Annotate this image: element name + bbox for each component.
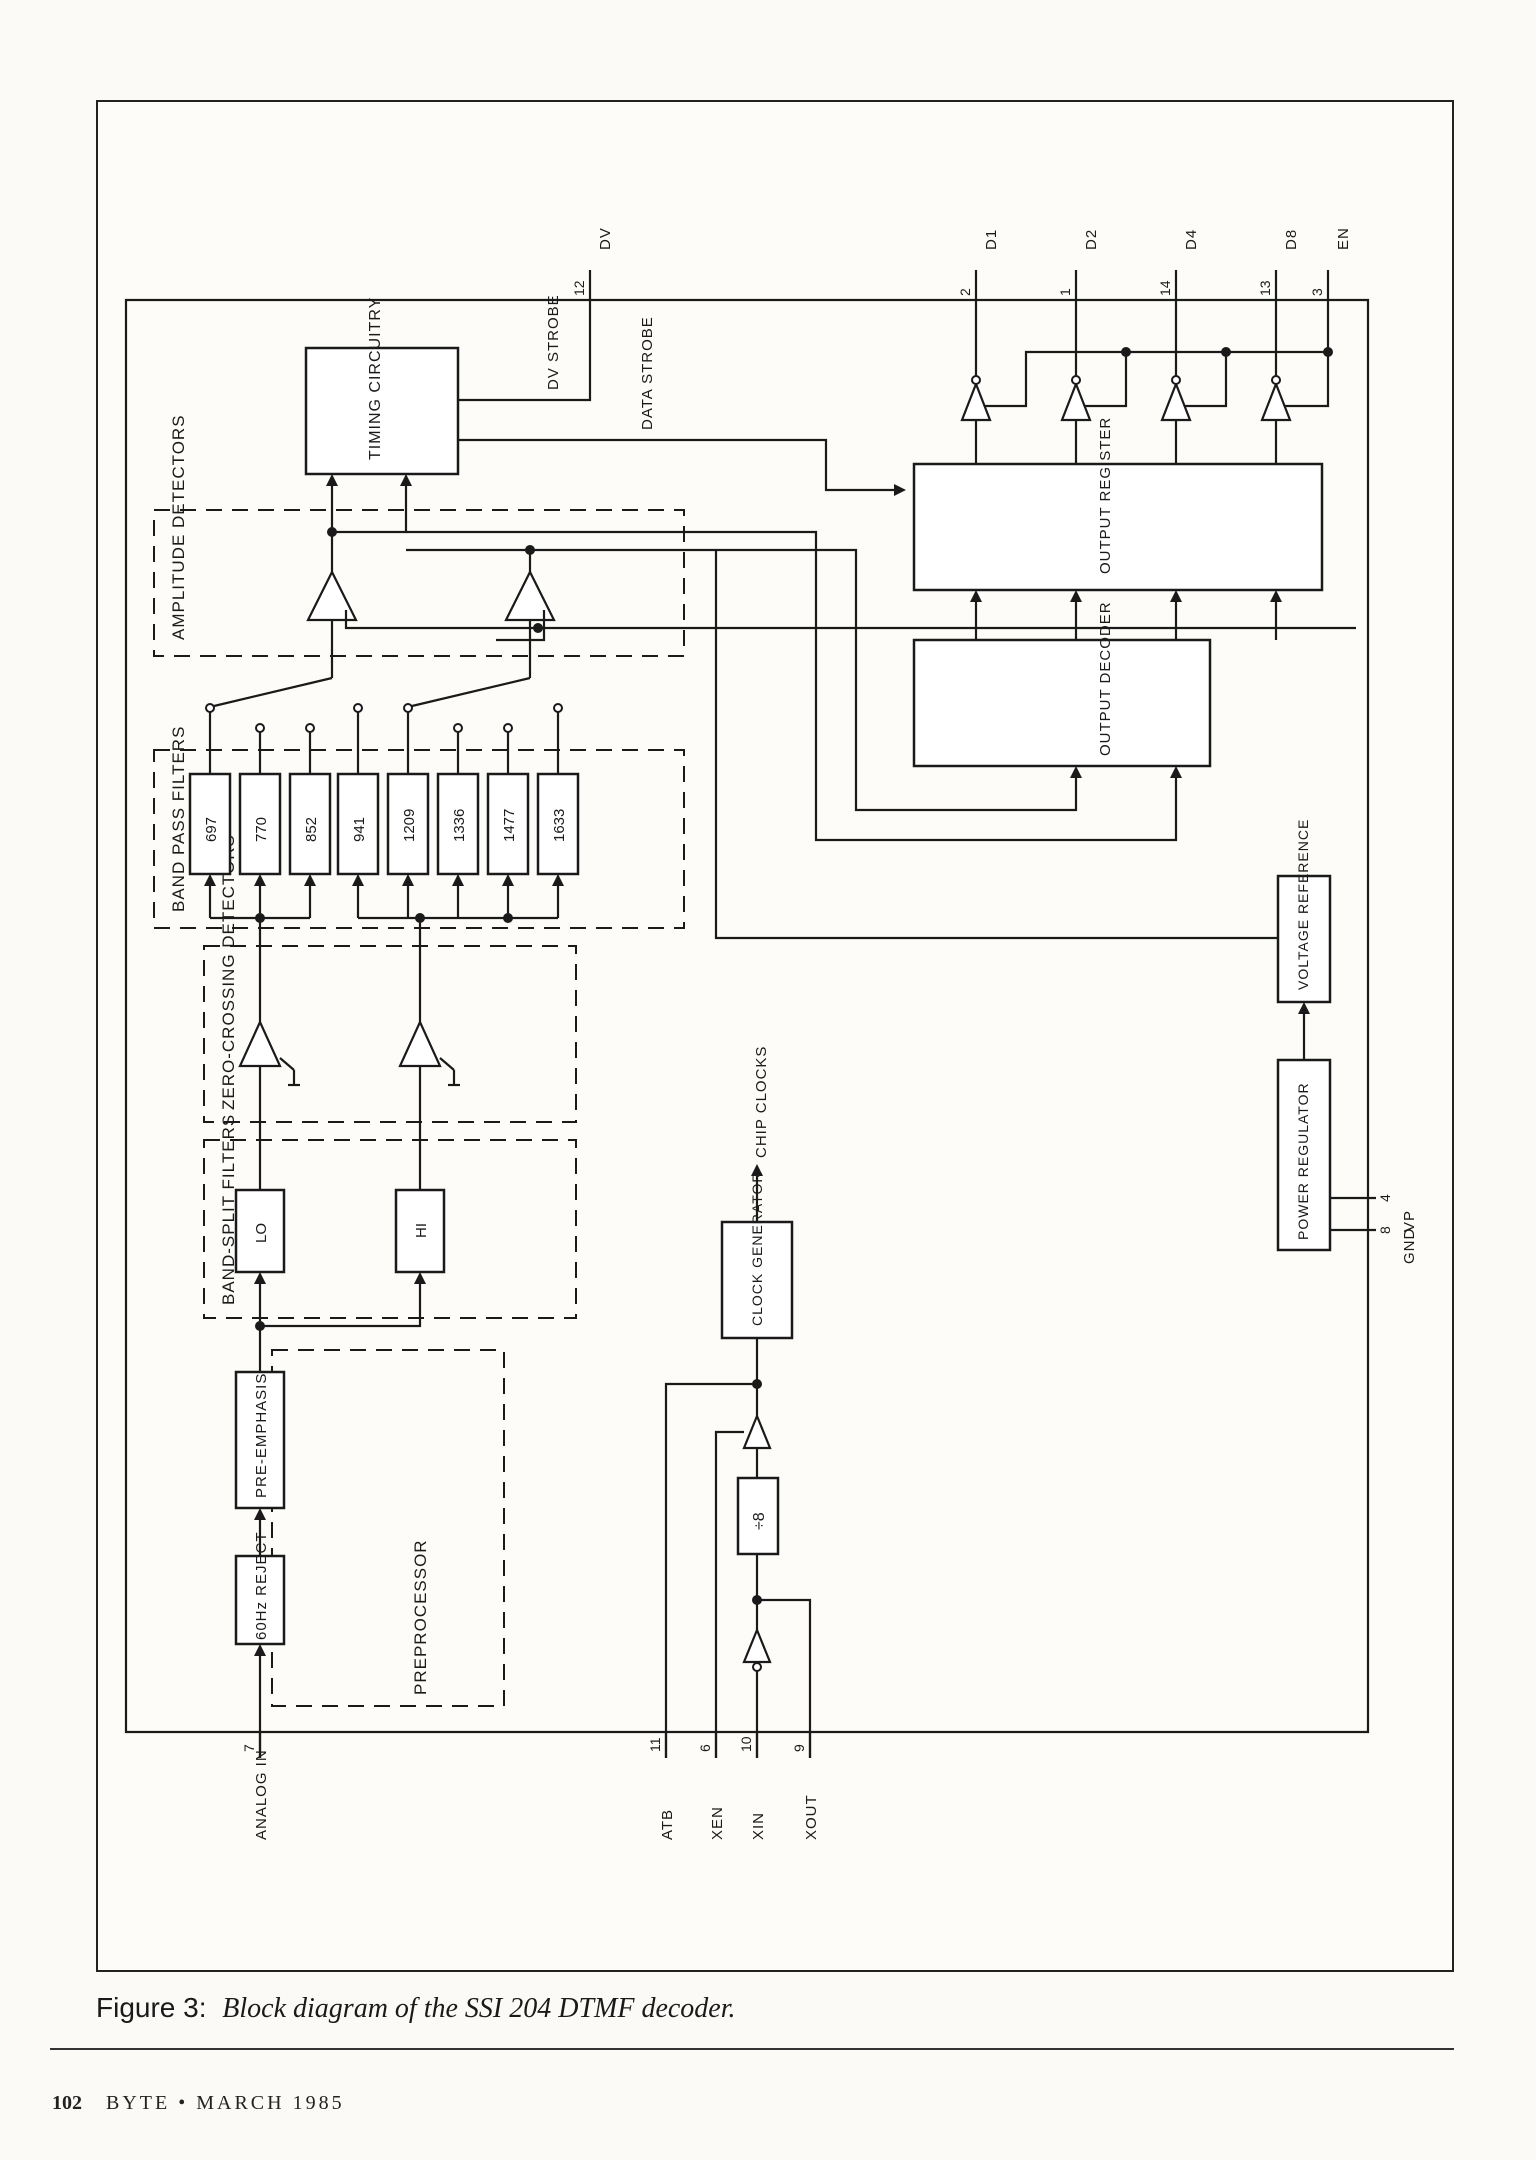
- band-pass-filter-label: 770: [253, 817, 270, 842]
- block-diagram: PREPROCESSOR BAND-SPLIT FILTERS ZERO-CRO…: [124, 227, 1418, 1840]
- timing-circuitry-label: TIMING CIRCUITRY: [367, 297, 384, 460]
- reject-60hz-block: [234, 1554, 286, 1646]
- pin-number: 9: [791, 1744, 807, 1752]
- reject-60hz-label: 60Hz REJECT: [253, 1531, 270, 1640]
- power-regulator-block: [1276, 1058, 1332, 1252]
- output-register-block: [912, 462, 1324, 592]
- figure-caption: Figure 3: Block diagram of the SSI 204 D…: [96, 1992, 1454, 2025]
- band-pass-filter-1633: [536, 772, 580, 876]
- band-split-filters-label: BAND-SPLIT FILTERS: [219, 1114, 238, 1305]
- preprocessor-group: [271, 1349, 505, 1707]
- footer-rule: [50, 2048, 1454, 2050]
- pin-number: 3: [1309, 288, 1325, 296]
- output-decoder-label: OUTPUT DECODER: [1097, 601, 1114, 756]
- pin-vp-label: VP: [1401, 1210, 1418, 1232]
- band-pass-filter-1336: [436, 772, 480, 876]
- filter-selector-contacts: [205, 676, 563, 774]
- pin-number: 7: [241, 1744, 257, 1752]
- band-pass-filter-1477: [486, 772, 530, 876]
- pin-number: 13: [1257, 280, 1273, 296]
- pin-number: 11: [647, 1737, 663, 1752]
- pre-emphasis-block: [234, 1370, 286, 1510]
- band-pass-filter-bank: [204, 874, 564, 923]
- data-strobe-label: DATA STROBE: [639, 316, 656, 430]
- output-buffers: [960, 270, 1333, 464]
- pin-d8-label: D8: [1283, 229, 1300, 250]
- band-pass-filter-label: 852: [303, 817, 320, 842]
- band-pass-filter-label: 1633: [551, 809, 568, 842]
- dv-strobe-label: DV STROBE: [545, 294, 562, 390]
- zero-crossing-detectors-group: [203, 945, 577, 1123]
- clock-generator-label: CLOCK GENERATOR: [749, 1171, 765, 1326]
- zero-crossing-detectors-label: ZERO-CROSSING DETECTORS: [219, 834, 238, 1110]
- pin-d1-label: D1: [983, 229, 1000, 250]
- page-number: 102: [52, 2092, 82, 2114]
- pin-en-label: EN: [1335, 227, 1352, 250]
- pin-d2-label: D2: [1083, 229, 1100, 250]
- page-footer: 102 BYTE • MARCH 1985: [52, 2092, 345, 2115]
- band-pass-filter-label: 1477: [501, 809, 518, 842]
- pin-xin-label: XIN: [750, 1812, 767, 1840]
- pin-xout-label: XOUT: [803, 1794, 820, 1840]
- pin-xen-label: XEN: [709, 1806, 726, 1840]
- divide-by-8-label: ÷8: [751, 1512, 768, 1530]
- pin-atb-label: ATB: [659, 1809, 676, 1840]
- caption-label: Figure 3:: [96, 1992, 207, 2023]
- output-decoder-block: [912, 638, 1212, 768]
- caption-text: Block diagram of the SSI 204 DTMF decode…: [222, 1993, 736, 2024]
- band-pass-filter-941: [336, 772, 380, 876]
- voltage-reference-label: VOLTAGE REFERENCE: [1295, 819, 1311, 990]
- magazine-issue: BYTE • MARCH 1985: [106, 2092, 345, 2114]
- timing-circuitry-block: [304, 346, 460, 476]
- pin-analog-in-label: ANALOG IN: [253, 1749, 270, 1840]
- preprocessor-label: PREPROCESSOR: [411, 1539, 430, 1695]
- pin-number: 12: [571, 280, 587, 296]
- band-pass-filter-label: 941: [351, 817, 368, 842]
- lo-filter-label: LO: [253, 1223, 270, 1243]
- lo-filter-block: [234, 1188, 286, 1274]
- amplitude-amp-high: [504, 569, 556, 622]
- pin-number: 8: [1377, 1226, 1393, 1234]
- pin-number: 10: [738, 1736, 754, 1752]
- band-pass-filter-label: 697: [203, 817, 220, 842]
- hi-filter-block: [394, 1188, 446, 1274]
- band-pass-filter-label: 1209: [401, 809, 418, 842]
- amplitude-amp-low: [306, 569, 358, 622]
- amplitude-detectors-label: AMPLITUDE DETECTORS: [169, 414, 188, 640]
- amplitude-detectors-group: [153, 509, 685, 657]
- pin-dv-label: DV: [597, 227, 614, 250]
- pre-emphasis-label: PRE-EMPHASIS: [253, 1373, 270, 1498]
- power-regulator-label: POWER REGULATOR: [1295, 1082, 1311, 1240]
- pin-gnd-label: GND: [1401, 1228, 1418, 1264]
- band-split-filters-group: [203, 1139, 577, 1319]
- band-pass-filter-697: [188, 772, 232, 876]
- band-pass-filter-852: [288, 772, 332, 876]
- pin-d4-label: D4: [1183, 229, 1200, 250]
- band-pass-filters-label: BAND PASS FILTERS: [169, 726, 188, 912]
- output-register-label: OUTPUT REGISTER: [1097, 417, 1114, 574]
- pin-number: 6: [697, 1744, 713, 1752]
- chip-clocks-label: CHIP CLOCKS: [753, 1046, 770, 1158]
- pin-number: 2: [957, 288, 973, 296]
- pin-number: 14: [1157, 280, 1173, 296]
- hi-filter-label: HI: [413, 1223, 430, 1238]
- pin-number: 4: [1377, 1194, 1393, 1202]
- pin-number: 1: [1057, 288, 1073, 296]
- band-pass-filter-label: 1336: [451, 809, 468, 842]
